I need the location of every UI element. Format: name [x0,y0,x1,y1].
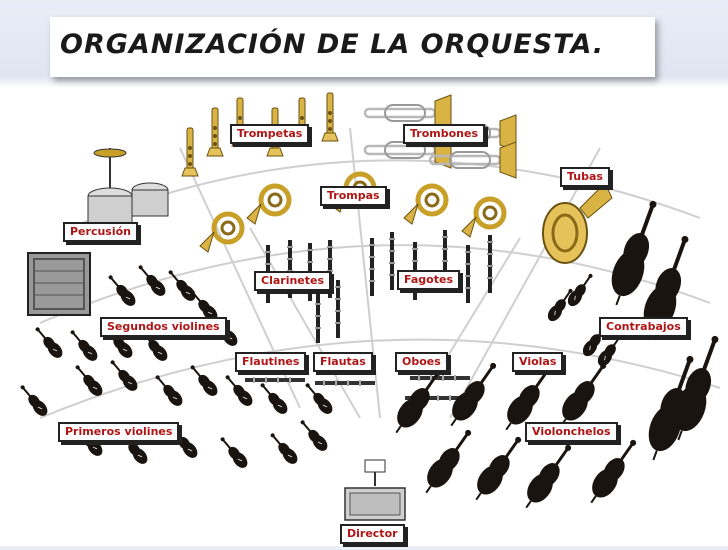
label-primeros-violines: Primeros violines [58,422,180,442]
label-trompas: Trompas [320,186,387,206]
title-box: ORGANIZACIÓN DE LA ORQUESTA. [50,17,655,77]
label-flautas: Flautas [313,352,373,372]
tuba-illustration [542,182,613,264]
orchestra-diagram: Trompetas Trombones Tubas Trompas Percus… [0,88,728,546]
label-oboes: Oboes [395,352,448,372]
orchestra-illustration [16,92,728,521]
first-violins-illustration [16,356,336,472]
percussion-illustration [27,148,169,316]
label-trompetas: Trompetas [230,124,310,144]
label-violonchelos: Violonchelos [525,422,618,442]
label-contrabajos: Contrabajos [599,317,688,337]
label-trombones: Trombones [403,124,486,144]
label-flautines: Flautines [235,352,307,372]
label-director: Director [340,524,405,544]
label-segundos-violines: Segundos violines [100,317,227,337]
podium-illustration [344,459,406,521]
label-percusion: Percusión [63,222,139,242]
page-title: ORGANIZACIÓN DE LA ORQUESTA. [60,29,605,60]
label-fagotes: Fagotes [397,270,460,290]
label-clarinetes: Clarinetes [254,271,332,291]
label-violas: Violas [512,352,564,372]
bassoons-illustration [369,230,493,303]
label-tubas: Tubas [560,167,610,187]
